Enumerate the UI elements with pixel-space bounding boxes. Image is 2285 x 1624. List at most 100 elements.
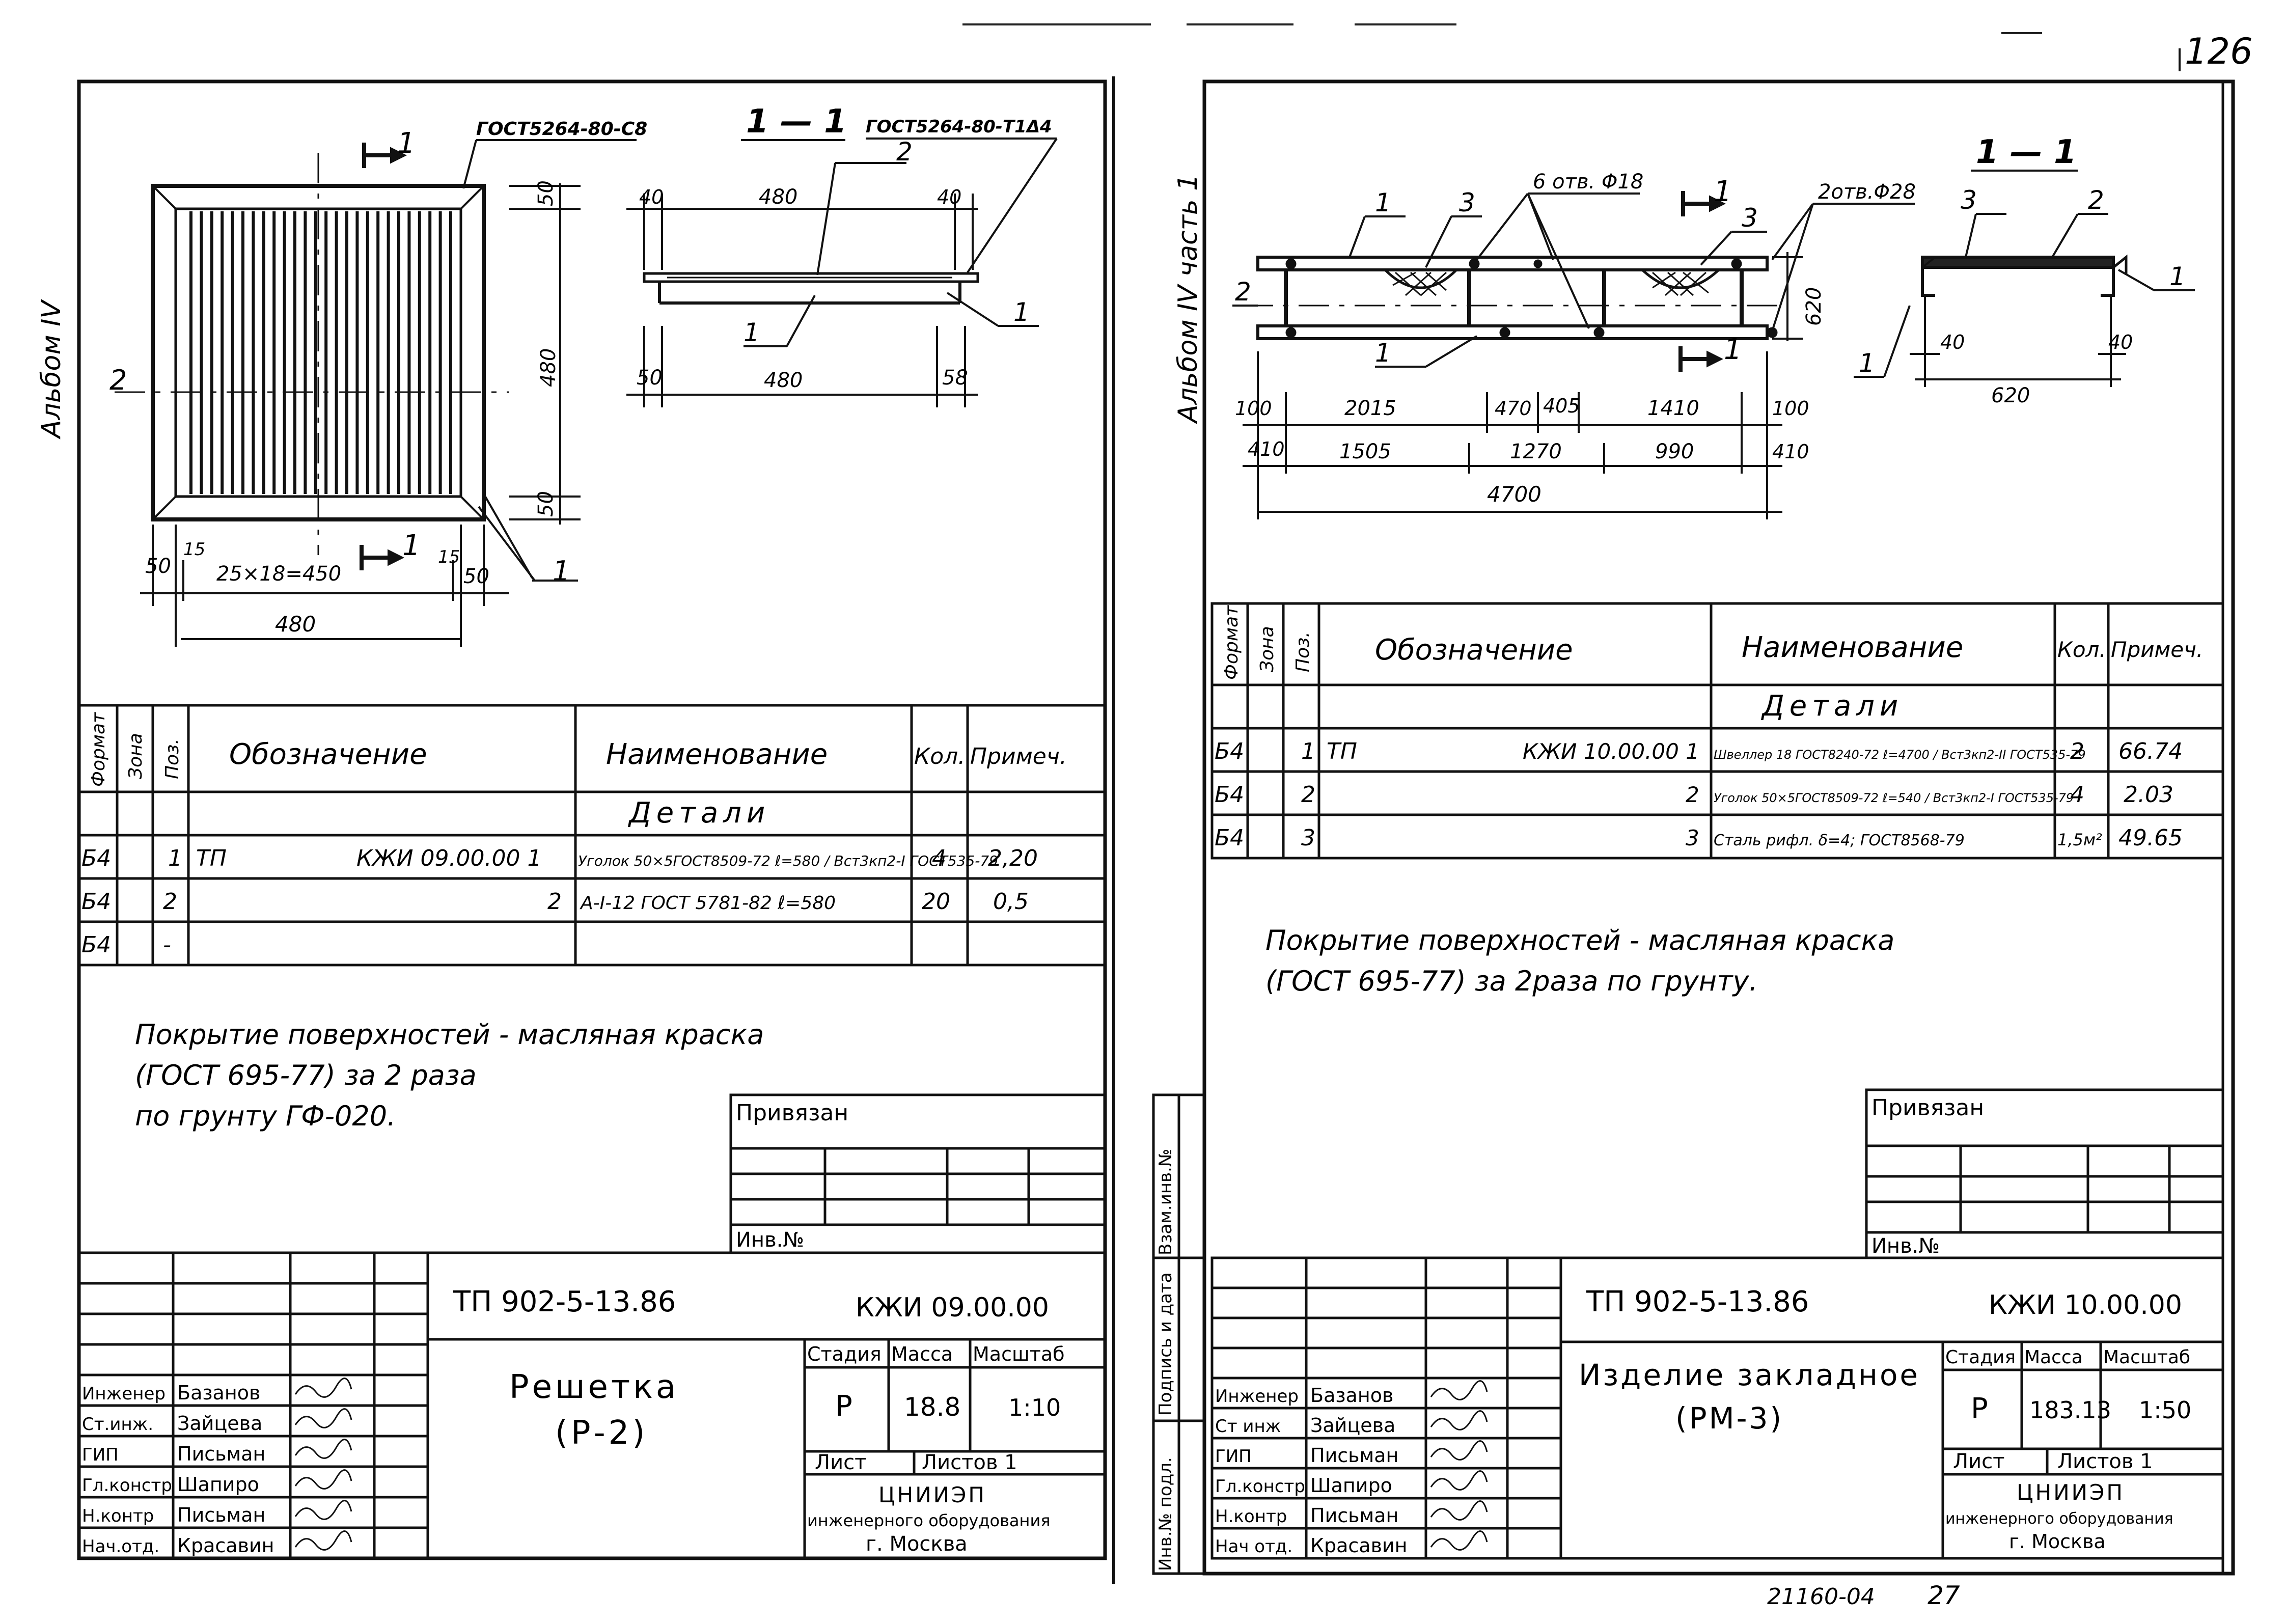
- right-dim-2015: 2015: [1344, 397, 1396, 420]
- left-pos-1b: 1: [744, 318, 760, 347]
- right-side-stamp-inv: Инв.№ подл.: [1155, 1457, 1176, 1571]
- left-signature: [294, 1378, 352, 1398]
- left-signer-role: Нач.отд.: [82, 1536, 159, 1557]
- left-signer-role: ГИП: [82, 1445, 119, 1465]
- bottom-page-number: 27: [1928, 1581, 1960, 1610]
- left-stamp-org-2: инженерного оборудования: [807, 1511, 1051, 1530]
- left-signer-name: Базанов: [177, 1382, 260, 1404]
- right-section-title: 1 — 1: [1976, 133, 2077, 171]
- left-th-pos: Поз.: [162, 738, 183, 779]
- right-dim-410-r: 410: [1772, 441, 1809, 463]
- page-number: 126: [2185, 31, 2253, 72]
- right-inv-label: Инв.№: [1871, 1234, 1940, 1258]
- svg-text:4: 4: [932, 845, 946, 871]
- right-stamp-scale: 1:50: [2139, 1396, 2191, 1424]
- svg-text:A-I-12 ГОСТ 5781-82 ℓ=580: A-I-12 ГОСТ 5781-82 ℓ=580: [580, 893, 836, 914]
- svg-text:Б4: Б4: [81, 932, 111, 958]
- left-signature: [294, 1530, 352, 1551]
- right-signer-name: Письман: [1310, 1444, 1398, 1467]
- left-signer-name: Письман: [177, 1443, 265, 1465]
- svg-text:Б4: Б4: [1215, 825, 1244, 851]
- right-signer-name: Базанов: [1310, 1384, 1393, 1407]
- svg-text:0,5: 0,5: [993, 889, 1029, 915]
- right-signer-name: Красавин: [1310, 1534, 1408, 1557]
- left-dim-40-r: 40: [937, 186, 961, 208]
- right-th-format: Формат: [1221, 605, 1242, 680]
- left-stamp-stage-label: Стадия: [807, 1343, 882, 1365]
- right-dim-chains: [1243, 351, 1782, 519]
- svg-text:2,20: 2,20: [988, 845, 1038, 871]
- right-stamp-title-2: (РМ-3): [1675, 1401, 1783, 1436]
- left-pos-2b: 2: [896, 137, 913, 167]
- left-bottom-dims: [140, 525, 509, 647]
- left-spec-section: Детали: [627, 796, 770, 830]
- right-stamp-stage: Р: [1971, 1392, 1988, 1425]
- svg-text:Уголок 50×5ГОСТ8509-72 ℓ=580 /: Уголок 50×5ГОСТ8509-72 ℓ=580 / Вст3кп2-I…: [578, 852, 998, 869]
- right-th-note: Примеч.: [2111, 637, 2203, 662]
- right-pos-1b: 1: [1375, 338, 1391, 368]
- left-stamp-title-2: (Р-2): [555, 1414, 648, 1452]
- svg-text:Сталь рифл. δ=4; ГОСТ8568-79: Сталь рифл. δ=4; ГОСТ8568-79: [1714, 832, 1965, 849]
- right-section-view: [1921, 254, 2128, 387]
- left-stamp-sheets-label: Листов 1: [922, 1451, 1017, 1474]
- right-dim-410-l: 410: [1248, 438, 1285, 460]
- left-section-mark-bottom: 1: [402, 529, 421, 562]
- left-dim-50-bot: 50: [534, 491, 558, 517]
- right-th-designation: Обозначение: [1375, 634, 1573, 667]
- right-signature: [1430, 1470, 1488, 1491]
- right-signer-role: Нач отд.: [1215, 1536, 1292, 1557]
- right-stamp-org-2: инженерного оборудования: [1945, 1510, 2173, 1528]
- right-signature: [1430, 1500, 1488, 1521]
- right-stamp-project: ТП 902-5-13.86: [1586, 1285, 1809, 1318]
- right-spec-section: Детали: [1760, 690, 1903, 723]
- svg-text:2: 2: [2070, 738, 2084, 764]
- top-decor-lines: [962, 23, 2042, 34]
- left-title-stamp: [77, 1251, 1107, 1560]
- left-stamp-title-1: Решетка: [509, 1368, 679, 1406]
- right-pos-2b: 2: [2088, 185, 2104, 215]
- right-signer-role: ГИП: [1215, 1446, 1252, 1467]
- right-privyazan-box: [1865, 1088, 2224, 1259]
- left-note-line-3: по грунту ГФ-020.: [135, 1100, 396, 1132]
- right-th-qty: Кол.: [2057, 637, 2106, 662]
- left-stamp-org-3: г. Москва: [866, 1532, 968, 1556]
- right-dim-100-l: 100: [1235, 397, 1272, 420]
- svg-text:ТП: ТП: [196, 845, 227, 871]
- right-stamp-code: КЖИ 10.00.00: [1989, 1290, 2182, 1320]
- left-vertical-dims: [509, 183, 581, 525]
- left-pos-1a: 1: [553, 555, 570, 587]
- right-side-stamp-vzam: Взам.инв.№: [1155, 1149, 1176, 1255]
- left-signer-role: Ст.инж.: [82, 1414, 153, 1435]
- right-elevation: [1243, 256, 1782, 340]
- left-pos-2a: 2: [109, 364, 127, 396]
- left-stamp-sheet-label: Лист: [815, 1451, 866, 1474]
- left-dim-15-r: 15: [438, 547, 460, 567]
- right-stamp-sheets-label: Листов 1: [2057, 1450, 2153, 1473]
- left-sheet: Альбом IV 1 1 ГОСТ5264-80-С8 2 1: [36, 79, 1107, 1560]
- svg-text:2: 2: [163, 889, 177, 915]
- left-plan-view: [115, 153, 509, 555]
- right-title-stamp: [1210, 1256, 2224, 1560]
- left-dim-25x18: 25×18=450: [216, 562, 341, 586]
- left-signer-role: Инженер: [82, 1384, 166, 1404]
- svg-text:1: 1: [1301, 738, 1315, 764]
- svg-text:Б4: Б4: [1215, 782, 1244, 808]
- left-signature: [294, 1500, 352, 1520]
- svg-text:Б4: Б4: [1215, 738, 1244, 764]
- right-dim-990: 990: [1655, 440, 1694, 463]
- right-signer-role: Гл.констр: [1215, 1476, 1305, 1497]
- left-signer-name: Зайцева: [177, 1412, 262, 1435]
- left-stamp-project: ТП 902-5-13.86: [453, 1285, 676, 1318]
- left-note-line-1: Покрытие поверхностей - масляная краска: [135, 1019, 764, 1051]
- svg-text:4: 4: [2070, 782, 2084, 808]
- svg-text:3: 3: [1301, 825, 1315, 851]
- left-dim-50-top: 50: [534, 180, 558, 206]
- right-holes-b: 2отв.Φ28: [1818, 180, 1916, 204]
- left-dim-480-bot: 480: [275, 612, 316, 637]
- svg-text:3: 3: [1686, 825, 1699, 850]
- left-note-line-2: (ГОСТ 695-77) за 2 раза: [135, 1059, 477, 1091]
- left-th-qty: Кол.: [914, 744, 965, 769]
- svg-text:2: 2: [547, 889, 562, 915]
- right-note-line-1: Покрытие поверхностей - масляная краска: [1265, 924, 1894, 956]
